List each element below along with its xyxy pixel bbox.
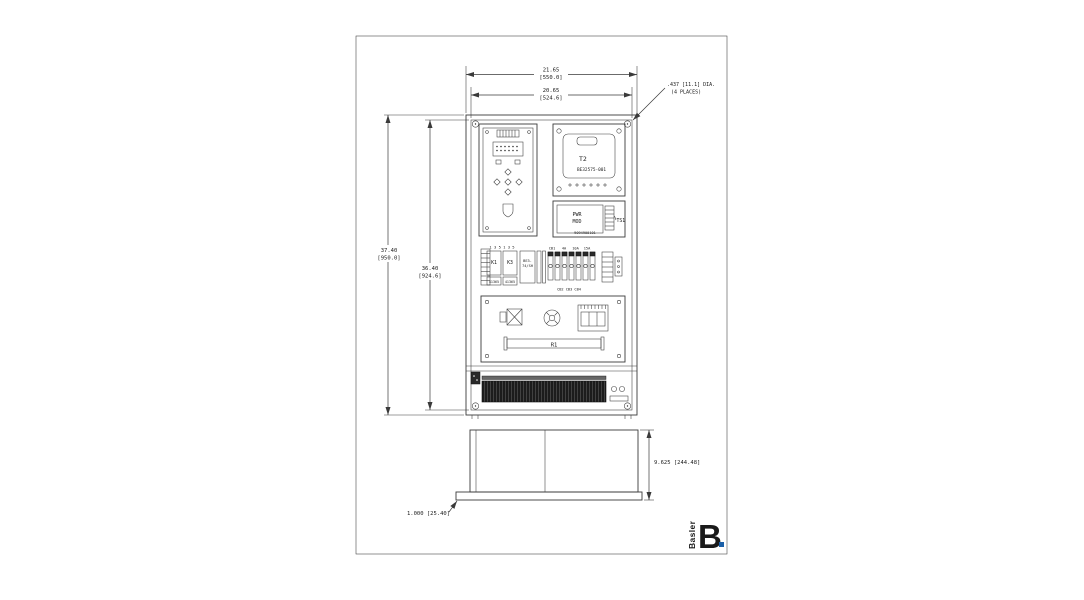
dim-thickness: 1.000 [25.40] [407, 511, 450, 517]
panel-outline [465, 114, 638, 416]
dim-top-outer-mm: [550.0] [539, 75, 562, 81]
rail-end-block [470, 371, 481, 385]
terminal-module [577, 304, 609, 332]
relay-corner-screws [485, 130, 531, 230]
din-spacer-1 [536, 250, 542, 284]
t2-terminals [568, 183, 607, 187]
be3-module [519, 250, 536, 284]
left-dimensions: 37.40 [950.0] 36.40 [924.6] [373, 114, 469, 416]
rail-right-fittings [609, 386, 629, 402]
dim-top-inner-mm: [524.6] [539, 96, 562, 102]
basler-logo: Basler B [687, 518, 724, 555]
k3-label: K3 [507, 260, 513, 266]
t2-mount-holes [556, 128, 622, 192]
k1-socket [486, 276, 502, 286]
top-dimensions: 21.65 [550.0] 20.65 [524.6] [465, 65, 638, 118]
relay-keypad [493, 168, 523, 196]
ts1-terminal-strip [604, 205, 615, 231]
dim-left-inner-mm: [924.6] [418, 274, 441, 280]
relay-display [492, 141, 524, 157]
cb1-label: CB1 [549, 247, 556, 251]
be3-label-2: 74/SH [522, 264, 533, 268]
r1-label: R1 [551, 343, 558, 349]
fuse-block [547, 251, 596, 281]
t2-nameplate [576, 136, 598, 146]
t2-part-number: BE32575-001 [577, 167, 606, 173]
panel-inner-outline [470, 119, 633, 411]
logo-initial: B [698, 518, 722, 555]
relay-k3 [502, 250, 518, 276]
din-spacer-2 [542, 250, 546, 284]
resistor-r1 [503, 336, 605, 351]
ts1-leader [614, 215, 617, 221]
relay-terminal-numbers: 1 3 5 1 3 5 [489, 245, 514, 250]
bottom-terminal-rail [470, 371, 629, 403]
k3-part-number: 41365 [505, 280, 515, 284]
hole-note-line1: .437 [11.1] DIA. [667, 82, 715, 88]
relay-top-connector [496, 129, 520, 138]
fuse-10a-label: 10A [572, 247, 579, 251]
thickness-dimension: 1.000 [25.40] [407, 500, 458, 517]
mounting-holes [472, 120, 631, 410]
middle-component-band: 1 3 5 1 3 5 K1 K3 41365 41365 BE3- 74/SH… [480, 245, 623, 292]
lower-subpanel: R1 [480, 295, 626, 363]
relay-led-right [514, 159, 521, 165]
lower-flange-lines [466, 365, 637, 419]
fuse-15a-label: 15A [584, 247, 591, 251]
right-connector [601, 251, 623, 283]
round-component [543, 309, 561, 327]
rail-top-bar [481, 375, 607, 380]
logo-dot [719, 542, 724, 547]
transformer-t2: T2 BE32575-001 [552, 123, 626, 197]
dim-top-inner-in: 20.65 [543, 88, 560, 94]
dim-left-outer-mm: [950.0] [377, 256, 400, 262]
k3-socket [502, 276, 518, 286]
dim-depth: 9.625 [244.48] [654, 460, 700, 466]
front-view-panel [465, 114, 638, 419]
mounting-plate [455, 491, 643, 501]
bottom-view: 9.625 [244.48] 1.000 [25.40] [407, 429, 700, 517]
pwr-mod-part-number: 9094900101 [574, 231, 596, 235]
dim-left-inner-in: 36.40 [422, 266, 439, 272]
logo-wordmark: Basler [687, 520, 697, 549]
fuse-4a-label: 4A [562, 247, 567, 251]
protective-relay [478, 123, 538, 237]
pwr-mod-label-2: MOD [572, 219, 581, 225]
subpanel-screws [485, 300, 621, 358]
pwr-mod-label-1: PWR [572, 212, 582, 218]
sheet-border [355, 35, 728, 555]
relay-brand-shield [502, 203, 514, 218]
cb-bottom-labels: CB2 CB3 CB4 [557, 288, 581, 292]
ts1-label: TS1 [617, 218, 626, 224]
terminal-block-strip [481, 380, 607, 403]
t2-label: T2 [579, 155, 587, 163]
be3-label-1: BE3- [523, 259, 532, 263]
hole-note-line2: (4 PLACES) [671, 90, 701, 96]
relay-k1 [486, 250, 502, 276]
relay-led-left [495, 159, 502, 165]
k1-label: K1 [491, 260, 497, 266]
depth-dimension: 9.625 [244.48] [640, 429, 700, 501]
hole-callout: .437 [11.1] DIA. (4 PLACES) [632, 82, 715, 121]
t2-body [562, 133, 616, 179]
small-transformer [499, 308, 523, 326]
power-module: PWR MOD TS1 9094900101 [552, 200, 626, 238]
pwr-mod-body [556, 204, 604, 234]
k1-part-number: 41365 [489, 280, 499, 284]
left-terminal-strip [480, 248, 491, 286]
dim-top-outer-in: 21.65 [543, 68, 560, 74]
dim-left-outer-in: 37.40 [381, 248, 398, 254]
